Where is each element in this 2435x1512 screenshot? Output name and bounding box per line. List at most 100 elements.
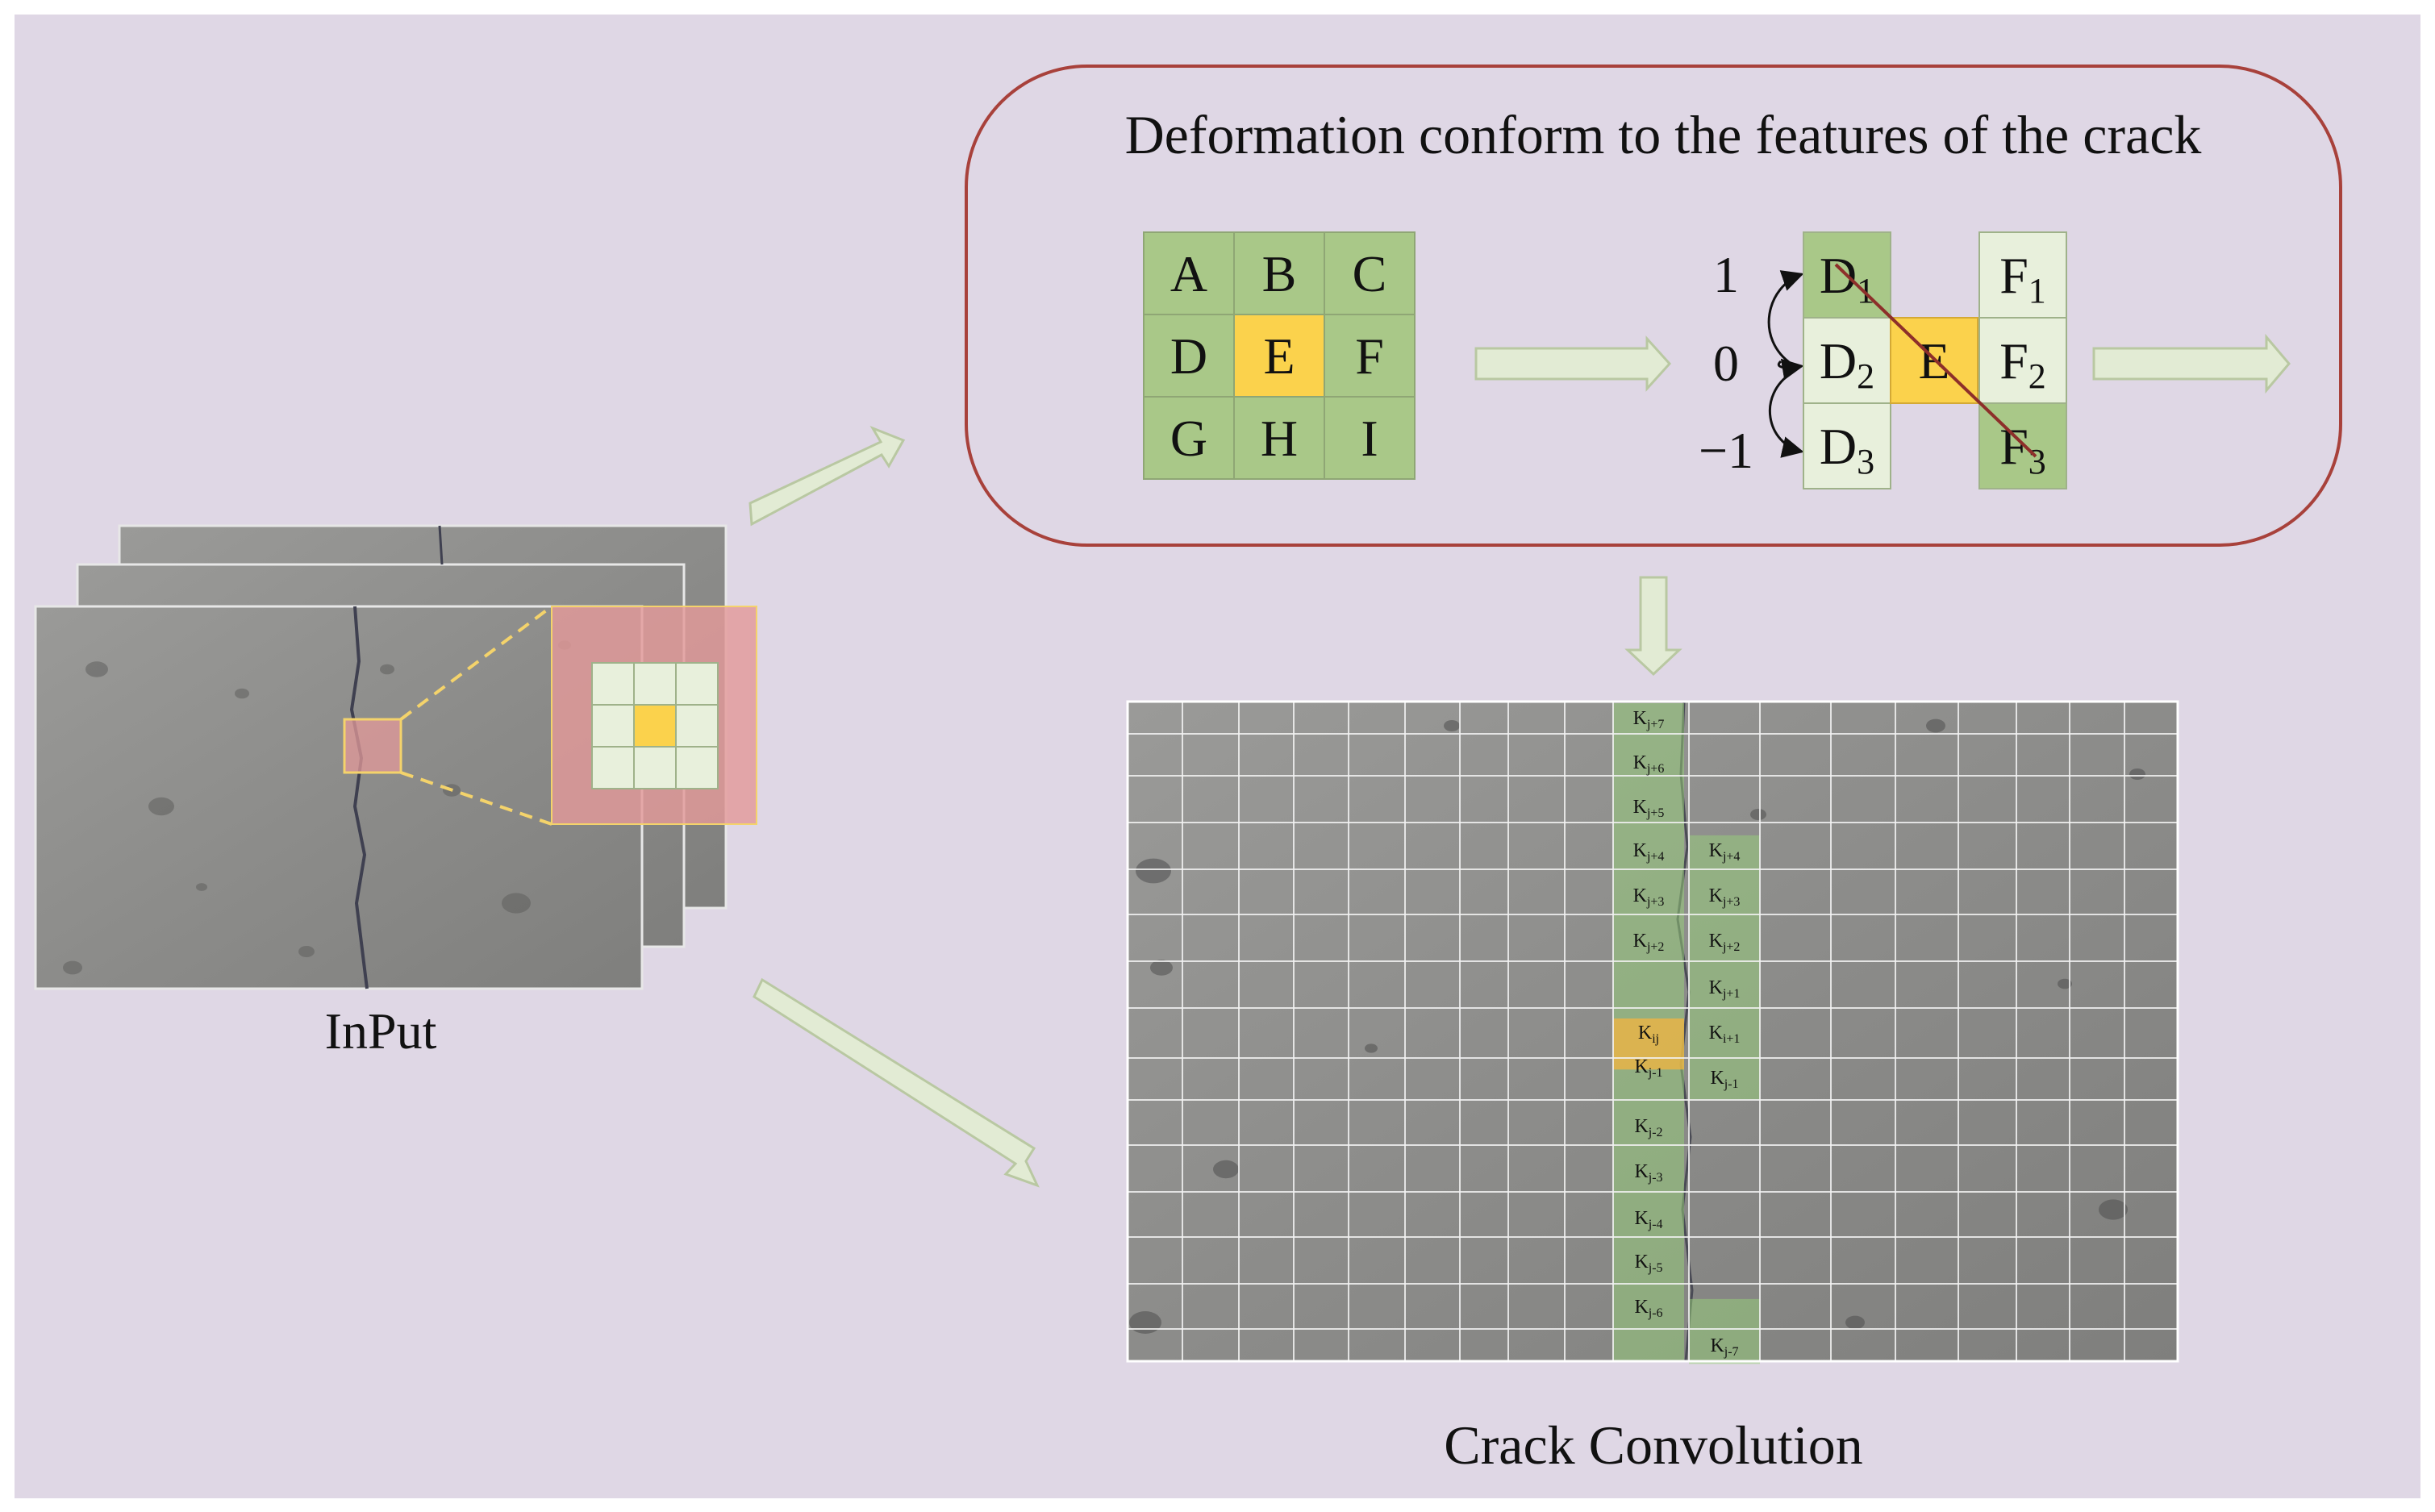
stain-mark — [235, 688, 249, 699]
deformation-path-line — [1834, 263, 2037, 458]
deformed-cell-label: D2 — [1820, 332, 1874, 396]
crack-kernel-overlay — [1613, 703, 1760, 1364]
kernel-cell-letter: E — [1263, 327, 1295, 385]
kernel-cell — [1233, 231, 1325, 315]
crack-kernel-label: Kj+2 — [1709, 931, 1741, 954]
offset-label: 0 — [1713, 335, 1739, 392]
convolution-image-border — [1126, 700, 2179, 1363]
crack-center-cell — [1613, 1018, 1684, 1070]
crack-kernel-label: Kj-1 — [1634, 1056, 1662, 1080]
stain-mark — [1365, 1043, 1378, 1053]
zoom-kernel-cell — [675, 704, 719, 748]
kernel-cell-letter: D — [1170, 327, 1207, 385]
crack-kernel-labels: Kj+7Kj+6Kj+5Kj+4Kj+3Kj+2KijKj-1Kj-2Kj-3K… — [1633, 708, 1741, 1359]
kernel-cell — [1324, 231, 1416, 315]
input-image-stack — [34, 524, 757, 990]
stain-mark — [1150, 960, 1173, 976]
crack-convolution-panel: Kj+7Kj+6Kj+5Kj+4Kj+3Kj+2KijKj-1Kj-2Kj-3K… — [1126, 700, 2179, 1364]
input-crack-line — [349, 606, 369, 989]
stain-mark — [502, 893, 531, 914]
zoom-kernel-cell — [675, 746, 719, 789]
zoom-dash-bottom — [400, 771, 552, 826]
convolution-grid — [1126, 700, 2179, 1363]
crack-column-b-band — [1689, 1298, 1760, 1364]
kernel-cell — [1324, 396, 1416, 480]
kernel-cell — [1143, 396, 1235, 480]
kernel-cell — [1143, 314, 1235, 398]
offset-label: 1 — [1713, 246, 1739, 303]
arrow-deformed-out — [2092, 333, 2291, 394]
zoom-kernel-cell — [633, 746, 677, 789]
deformation-frame — [965, 65, 2342, 547]
arrow-kernel-to-deformed — [1474, 335, 1672, 392]
crack-kernel-label: Kj-7 — [1710, 1335, 1738, 1359]
kernel-cell-letter: C — [1353, 245, 1387, 302]
input-crack-line-back — [438, 525, 444, 565]
stain-mark — [1750, 809, 1766, 820]
stain-mark — [63, 960, 82, 975]
offset-label: −1 — [1699, 422, 1753, 479]
stain-mark — [148, 797, 174, 816]
kernel-cell — [1233, 396, 1325, 480]
input-layer-front — [34, 605, 644, 990]
crack-kernel-label: Kj+7 — [1633, 708, 1665, 731]
crack-kernel-label: Kj+1 — [1709, 977, 1741, 1001]
crack-kernel-label: Kj+6 — [1633, 752, 1665, 776]
crack-kernel-label: Kj-3 — [1634, 1161, 1662, 1185]
zoom-kernel-grid — [591, 662, 719, 789]
stain-mark — [1213, 1160, 1239, 1179]
crack-kernel-label: Kj-4 — [1634, 1208, 1662, 1231]
input-label: InPut — [325, 1002, 437, 1060]
offset-curved-arrows — [1767, 270, 1804, 458]
stain-mark — [1926, 719, 1945, 733]
crack-kernel-label: Kj+5 — [1633, 797, 1665, 820]
kernel-cell-letter: B — [1262, 245, 1297, 302]
stain-mark — [85, 661, 108, 677]
crack-kernel-label: Kj+3 — [1709, 885, 1741, 909]
arrow-deformation-to-convolution — [1624, 576, 1682, 677]
stain-mark — [1129, 1311, 1161, 1334]
zoom-kernel-cell — [591, 746, 635, 789]
curve-arrow-0-to-1 — [1767, 270, 1804, 366]
crack-kernel-label: Kj-2 — [1634, 1116, 1662, 1139]
crack-kernel-label: Kj+4 — [1709, 840, 1741, 864]
zoom-kernel-cell — [591, 662, 635, 706]
stain-mark — [1136, 858, 1171, 884]
crack-kernel-label: Kj-1 — [1710, 1068, 1738, 1091]
offset-labels: 1 0 −1 — [1699, 246, 1753, 479]
kernel-cell-letter: F — [1355, 327, 1384, 385]
curve-arrow-0-to-0 — [1777, 358, 1804, 381]
zoom-source-box — [343, 718, 402, 774]
zoom-kernel-cell — [591, 704, 635, 748]
deformed-cell-label: D1 — [1820, 247, 1874, 310]
arrow-input-to-convolution — [753, 977, 1040, 1188]
crack-kernel-label: Kj-6 — [1634, 1297, 1662, 1320]
deformed-right-cell — [1978, 317, 2067, 404]
deformation-title: Deformation conform to the features of t… — [1125, 104, 2202, 165]
stain-mark — [1845, 1315, 1865, 1330]
zoom-kernel-cell — [633, 704, 677, 748]
crack-kernel-label: Kj+3 — [1633, 885, 1665, 909]
crack-kernel-label: Kij — [1638, 1023, 1659, 1046]
zoom-dash-top — [399, 605, 553, 721]
convolution-label: Crack Convolution — [1444, 1414, 1862, 1476]
deformed-cell-label: F2 — [1999, 332, 2046, 396]
crack-kernel-label: Ki+1 — [1709, 1023, 1741, 1046]
deformed-cell-label: F1 — [1999, 247, 2046, 310]
stain-mark — [2099, 1199, 2128, 1220]
zoom-kernel-cell — [675, 662, 719, 706]
crack-kernel-label: Kj+2 — [1633, 931, 1665, 954]
kernel-cell-letter: I — [1361, 410, 1378, 467]
kernel-cell — [1324, 314, 1416, 398]
stain-mark — [380, 664, 394, 675]
kernel-cell-letter: A — [1170, 245, 1207, 302]
kernel-cell — [1233, 314, 1325, 398]
deformed-kernel: D1D2D3EF1F2F3 — [1803, 231, 2067, 489]
zoom-kernel-cell — [633, 662, 677, 706]
crack-kernel-label: Kj+4 — [1633, 840, 1665, 864]
kernel-cell — [1143, 231, 1235, 315]
deformed-cell-label: D3 — [1820, 418, 1874, 481]
